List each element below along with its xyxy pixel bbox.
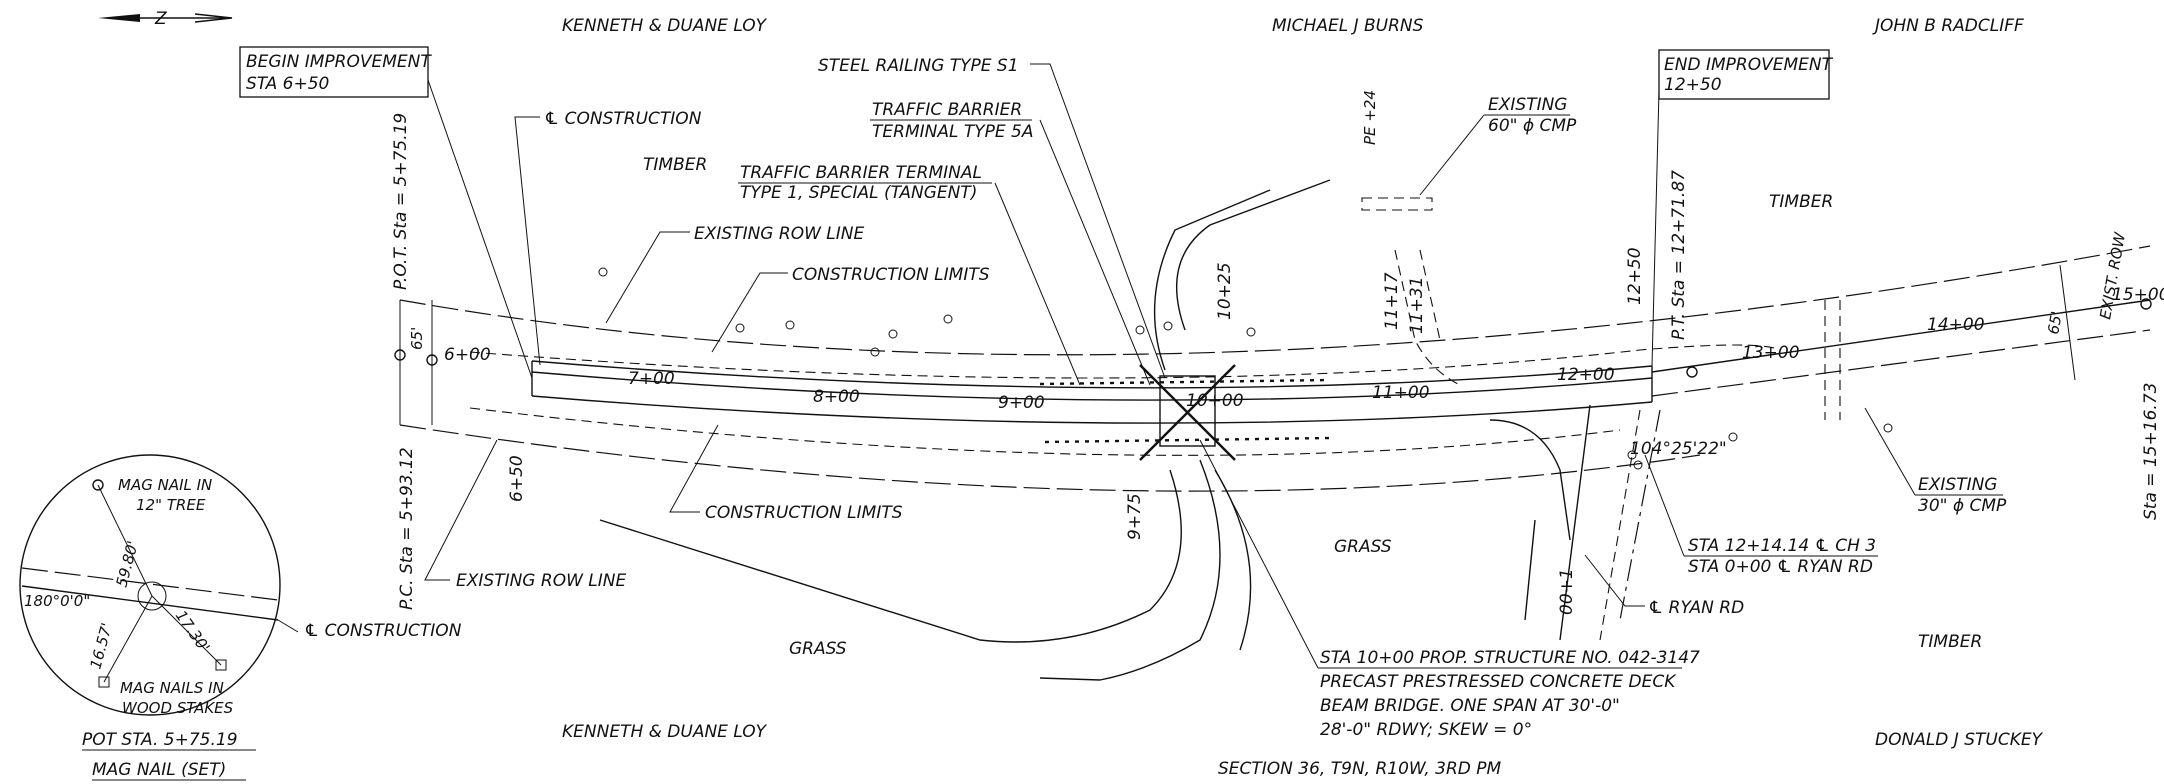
land-timber-bottom: TIMBER [1918,632,1982,652]
pot-station: P.O.T. Sta = 5+75.19 [391,113,411,290]
svg-text:BEAM BRIDGE. ONE SPAN AT 30'-0: BEAM BRIDGE. ONE SPAN AT 30'-0" [1320,696,1620,716]
svg-text:EXISTING: EXISTING [1918,475,1997,495]
station-1400: 14+00 [1927,315,1985,335]
owner-bottom-right: DONALD J STUCKEY [1875,730,2044,750]
station-650: 6+50 [507,455,527,502]
begin-improvement-box: BEGIN IMPROVEMENT STA 6+50 [239,46,533,379]
detail-mag-tree-2: 12" TREE [136,496,206,514]
width-65-right: 65' [2044,310,2066,336]
detail-distance-3: 17.30' [172,607,214,656]
width-65-left: 65' [408,327,426,350]
svg-text:28'-0" RDWY; SKEW = 0°: 28'-0" RDWY; SKEW = 0° [1320,720,1532,740]
callout-existing-cmp-60: EXISTING 60" ϕ CMP [1361,95,1577,211]
owner-top-left: KENNETH & DUANE LOY [562,16,768,36]
callout-existing-cmp-30: EXISTING 30" ϕ CMP [1864,407,2007,516]
detail-title-2: MAG NAIL (SET) [92,760,226,780]
svg-text:TERMINAL TYPE 5A: TERMINAL TYPE 5A [872,122,1033,142]
pt-station: P.T. Sta = 12+71.87 [1669,170,1689,340]
svg-text:30" ϕ CMP: 30" ϕ CMP [1918,496,2007,516]
callout-steel-railing: STEEL RAILING TYPE S1 [818,56,1019,76]
svg-text:EXISTING: EXISTING [1488,95,1567,115]
station-1300: 13+00 [1742,343,1800,363]
land-timber-right: TIMBER [1769,192,1833,212]
station-975: 9+75 [1125,493,1145,540]
section-note: SECTION 36, T9N, R10W, 3RD PM [1218,759,1502,779]
pe-station: PE +24 [1361,90,1379,145]
callout-construction-limits-top: CONSTRUCTION LIMITS [792,265,990,285]
pc-station: P.C. Sta = 5+93.12 [397,447,417,610]
svg-text:PRECAST PRESTRESSED CONCRETE D: PRECAST PRESTRESSED CONCRETE DECK [1320,672,1677,692]
callout-construction-cl: ℄ CONSTRUCTION [544,109,702,129]
station-1250: 12+50 [1625,247,1645,305]
detail-construction-cl: ℄ CONSTRUCTION [304,621,462,641]
svg-text:TRAFFIC BARRIER TERMINAL: TRAFFIC BARRIER TERMINAL [740,163,982,183]
station-800: 8+00 [813,387,860,407]
detail-distance-2: 16.57' [86,621,116,671]
svg-text:TYPE 1, SPECIAL (TANGENT): TYPE 1, SPECIAL (TANGENT) [740,183,977,203]
station-1131: 11+31 [1407,276,1427,334]
detail-angle: 180°0'0" [24,592,90,610]
svg-text:60" ϕ CMP: 60" ϕ CMP [1488,116,1577,136]
station-900: 9+00 [998,393,1045,413]
callout-sta-ch: STA 12+14.14 ℄ CH 3 STA 0+00 ℄ RYAN RD [1644,454,1878,577]
callout-structure: STA 10+00 PROP. STRUCTURE NO. 042-3147 P… [1199,439,1700,740]
station-1100: 11+00 [1372,383,1430,403]
intersection-angle: 104°25'22" [1630,439,1727,459]
callout-tb-terminal: TRAFFIC BARRIER TERMINAL TYPE 1, SPECIAL… [738,163,1081,386]
detail-title-1: POT STA. 5+75.19 [82,730,238,750]
owner-top-mid: MICHAEL J BURNS [1272,16,1424,36]
detail-distance-1: 59.80' [112,539,142,589]
detail-mag-tree-1: MAG NAIL IN [118,476,212,494]
land-grass-mid: GRASS [1334,537,1392,557]
svg-text:STA 12+14.14 ℄ CH 3: STA 12+14.14 ℄ CH 3 [1688,536,1876,556]
station-1200: 12+00 [1557,365,1615,385]
owner-top-right: JOHN B RADCLIFF [1872,16,2024,36]
land-timber-left: TIMBER [643,155,707,175]
station-700: 7+00 [628,369,675,389]
station-1025: 10+25 [1215,262,1235,320]
station-1500: 15+00 [2112,285,2164,305]
callout-existing-row-top: EXISTING ROW LINE [694,224,864,244]
end-improvement-box: END IMPROVEMENT 12+50 [1651,49,1834,367]
svg-text:BEGIN IMPROVEMENT: BEGIN IMPROVEMENT [246,52,432,72]
detail-mag-stakes-1: MAG NAILS IN [120,679,224,697]
callout-existing-row-bottom: EXISTING ROW LINE [456,571,626,591]
svg-text:END IMPROVEMENT: END IMPROVEMENT [1664,55,1834,75]
owner-bottom-left: KENNETH & DUANE LOY [562,722,768,742]
detail-mag-stakes-2: WOOD STAKES [122,699,234,717]
right-edge-station: Sta = 15+16.73 [2141,383,2161,520]
exist-row-label: EXIST. ROW [2096,230,2129,321]
callout-ryan-rd: ℄ RYAN RD [1648,598,1744,618]
station-1000: 10+00 [1186,391,1244,411]
north-arrow-label: Z [154,9,167,29]
station-001: 00+1 [1557,568,1577,615]
pot-detail: MAG NAIL IN 12" TREE 59.80' 180°0'0" 16.… [19,454,462,781]
station-1117: 11+17 [1382,272,1402,330]
roadway-linework [394,179,2152,681]
land-grass-left: GRASS [789,639,847,659]
callout-traffic-barrier: TRAFFIC BARRIER TERMINAL TYPE 5A [870,100,1151,386]
svg-text:STA 10+00 PROP. STRUCTURE NO.: STA 10+00 PROP. STRUCTURE NO. 042-3147 [1320,648,1700,668]
callout-construction-limits-bottom: CONSTRUCTION LIMITS [705,503,903,523]
svg-text:STA 6+50: STA 6+50 [246,74,329,94]
svg-text:STA 0+00 ℄ RYAN RD: STA 0+00 ℄ RYAN RD [1688,557,1873,577]
svg-text:12+50: 12+50 [1664,75,1722,95]
north-arrow-icon: Z [98,9,233,29]
station-600: 6+00 [444,345,491,365]
svg-text:TRAFFIC BARRIER: TRAFFIC BARRIER [872,100,1022,120]
